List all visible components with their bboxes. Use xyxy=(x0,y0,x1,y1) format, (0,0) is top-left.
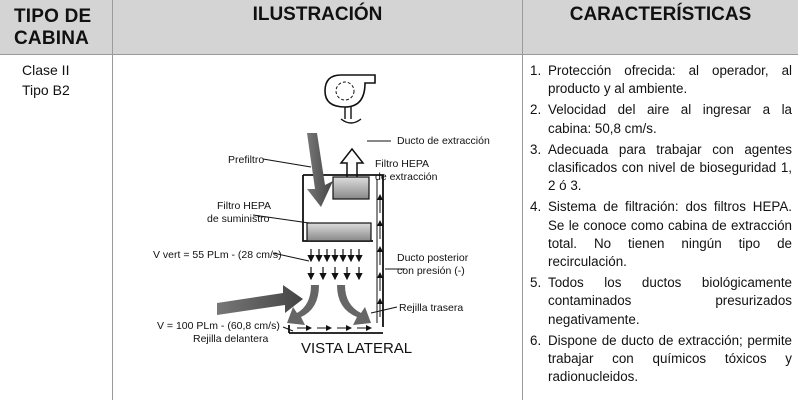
leader-line xyxy=(370,306,398,314)
features-list: 1.Protección ofrecida: al operador, al p… xyxy=(530,62,792,389)
cabinet-diagram-svg: Ducto de extracción Prefiltro Filtro HEP… xyxy=(153,74,490,357)
leader-line xyxy=(252,214,310,224)
label-ducto-posterior-2: con presión (-) xyxy=(397,265,465,277)
label-v-vert: V vert = 55 PLm - (28 cm/s) xyxy=(153,249,282,261)
label-ducto-posterior-1: Ducto posterior xyxy=(397,252,469,264)
header-tipo-de-cabina: TIPO DE CABINA xyxy=(0,0,112,54)
supply-hepa-filter xyxy=(306,222,372,242)
label-v-100: V = 100 PLm - (60,8 cm/s) xyxy=(157,320,280,332)
label-ducto-extraccion: Ducto de extracción xyxy=(397,135,490,147)
list-item: 5.Todos los ductos biológicamente contam… xyxy=(530,275,792,327)
prefilter-arrow-icon xyxy=(307,133,333,207)
list-item: 6.Dispone de ducto de extracción; permit… xyxy=(530,332,792,385)
header-divider xyxy=(0,54,798,55)
label-rejilla-delantera: Rejilla delantera xyxy=(193,333,268,345)
inflow-arrow-icon xyxy=(217,285,303,315)
leader-line xyxy=(272,252,310,262)
label-filtro-hepa-sum-1: Filtro HEPA xyxy=(217,200,271,212)
column-divider xyxy=(522,0,523,400)
header-tipo-line1: TIPO DE xyxy=(14,6,92,27)
label-filtro-hepa-ext-2: de extracción xyxy=(375,171,438,183)
label-filtro-hepa-sum-2: de suministro xyxy=(207,213,270,225)
label-rejilla-trasera: Rejilla trasera xyxy=(399,302,463,314)
leader-line xyxy=(262,158,312,168)
header-tipo-line2: CABINA xyxy=(14,28,90,49)
column-divider xyxy=(112,0,113,400)
header-caracteristicas: CARACTERÍSTICAS xyxy=(523,0,798,54)
cabinet-illustration: Ducto de extracción Prefiltro Filtro HEP… xyxy=(113,55,522,400)
exhaust-hepa-filter xyxy=(332,176,370,200)
list-item: 4.Sistema de filtración: dos filtros HEP… xyxy=(530,199,792,270)
list-item: 1.Protección ofrecida: al operador, al p… xyxy=(530,63,792,97)
cabinet-type-cell: Clase II Tipo B2 xyxy=(22,60,70,100)
cabinet-type: Tipo B2 xyxy=(22,82,70,98)
label-filtro-hepa-ext-1: Filtro HEPA xyxy=(375,158,429,170)
list-item: 3.Adecuada para trabajar con agentes cla… xyxy=(530,141,792,194)
cabinet-class: Clase II xyxy=(22,62,70,78)
label-prefiltro: Prefiltro xyxy=(228,154,264,166)
list-item: 2.Velocidad del aire al ingresar a la ca… xyxy=(530,102,792,136)
leader-line xyxy=(282,326,294,332)
exhaust-blower-icon xyxy=(324,74,376,124)
workzone-curved-arrows xyxy=(287,285,371,325)
header-ilustracion: ILUSTRACIÓN xyxy=(113,0,522,54)
label-vista-lateral: VISTA LATERAL xyxy=(301,340,412,357)
downflow-arrows xyxy=(307,249,363,281)
